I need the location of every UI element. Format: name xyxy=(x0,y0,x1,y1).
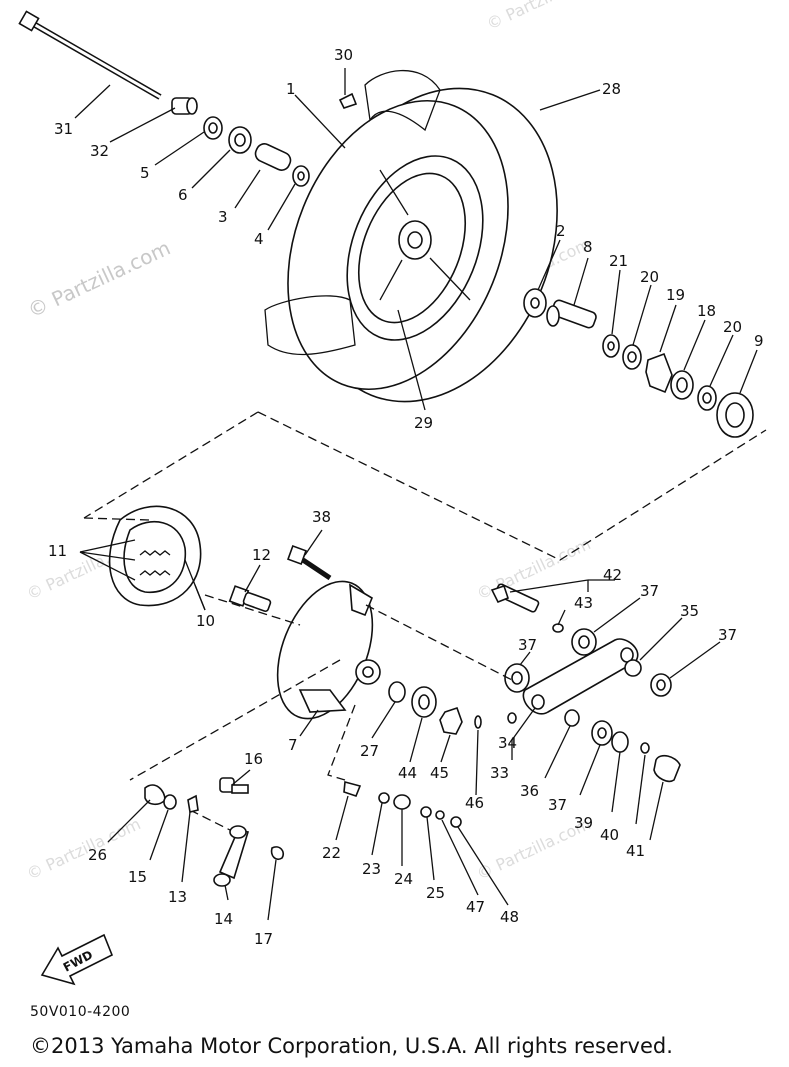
copyright-notice: ©2013 Yamaha Motor Corporation, U.S.A. A… xyxy=(30,1034,673,1058)
label-21: 21 xyxy=(609,252,628,270)
label-46: 46 xyxy=(465,794,484,812)
label-39: 39 xyxy=(574,814,593,832)
torque-rod-parts xyxy=(490,583,681,783)
leader-lines xyxy=(74,68,758,921)
label-33: 33 xyxy=(490,764,509,782)
label-25: 25 xyxy=(426,884,445,902)
bolt-38 xyxy=(287,545,332,581)
label-17: 17 xyxy=(254,930,273,948)
label-42: 42 xyxy=(603,566,622,584)
bearing-6 xyxy=(228,126,252,154)
assembly-lines-top xyxy=(83,411,767,561)
label-37b: 37 xyxy=(518,636,537,654)
label-19: 19 xyxy=(666,286,685,304)
label-35: 35 xyxy=(680,602,699,620)
label-22: 22 xyxy=(322,844,341,862)
label-29: 29 xyxy=(414,414,433,432)
brake-panel-7 xyxy=(276,580,381,720)
label-34: 34 xyxy=(498,734,517,752)
label-32: 32 xyxy=(90,142,109,160)
fwd-arrow-icon: FWD xyxy=(40,933,114,986)
label-4: 4 xyxy=(254,230,264,248)
label-15: 15 xyxy=(128,868,147,886)
label-44: 44 xyxy=(398,764,417,782)
label-20b: 20 xyxy=(723,318,742,336)
label-6: 6 xyxy=(178,186,188,204)
label-5: 5 xyxy=(140,164,150,182)
label-2: 2 xyxy=(556,222,566,240)
label-26: 26 xyxy=(88,846,107,864)
springs-11 xyxy=(139,550,171,576)
label-38: 38 xyxy=(312,508,331,526)
label-18: 18 xyxy=(697,302,716,320)
label-47: 47 xyxy=(466,898,485,916)
valve-30 xyxy=(338,92,358,109)
label-43: 43 xyxy=(574,594,593,612)
cam-12 xyxy=(228,585,272,613)
label-41: 41 xyxy=(626,842,645,860)
label-3: 3 xyxy=(218,208,228,226)
label-36: 36 xyxy=(520,782,539,800)
label-8: 8 xyxy=(583,238,593,256)
label-40: 40 xyxy=(600,826,619,844)
label-20a: 20 xyxy=(640,268,659,286)
brake-panel-hardware xyxy=(388,681,482,735)
label-37c: 37 xyxy=(718,626,737,644)
collar-32 xyxy=(171,97,198,115)
label-10: 10 xyxy=(196,612,215,630)
label-14: 14 xyxy=(214,910,233,928)
label-31: 31 xyxy=(54,120,73,138)
label-27: 27 xyxy=(360,742,379,760)
label-13: 13 xyxy=(168,888,187,906)
label-37a: 37 xyxy=(640,582,659,600)
label-1: 1 xyxy=(286,80,296,98)
label-7: 7 xyxy=(288,736,298,754)
label-24: 24 xyxy=(394,870,413,888)
label-45: 45 xyxy=(430,764,449,782)
callout-labels: 31 32 5 6 3 4 1 30 28 2 8 21 20 19 18 20… xyxy=(48,46,764,948)
watermark-1: © Partzilla.com xyxy=(24,236,174,323)
label-48: 48 xyxy=(500,908,519,926)
label-9: 9 xyxy=(754,332,764,350)
label-12: 12 xyxy=(252,546,271,564)
brake-shoes-10 xyxy=(108,505,202,607)
label-30: 30 xyxy=(334,46,353,64)
lower-hardware xyxy=(144,777,462,887)
label-16: 16 xyxy=(244,750,263,768)
label-37d: 37 xyxy=(548,796,567,814)
label-11: 11 xyxy=(48,542,67,560)
right-side-parts xyxy=(523,288,754,438)
label-28: 28 xyxy=(602,80,621,98)
spacer-3 xyxy=(254,143,292,171)
watermark-2: © Partzilla.com xyxy=(484,0,604,34)
collar-4 xyxy=(292,165,310,187)
label-23: 23 xyxy=(362,860,381,878)
seal-5 xyxy=(203,116,223,140)
wheel-tire-assembly xyxy=(264,69,558,403)
diagram-code: 50V010-4200 xyxy=(30,1004,131,1020)
axle-31 xyxy=(18,10,162,100)
